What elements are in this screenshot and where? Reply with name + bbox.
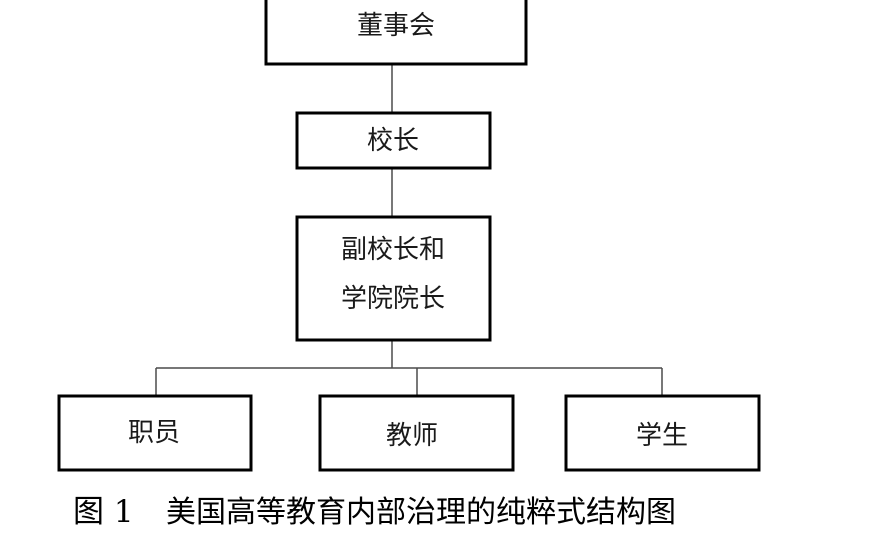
node-vice-president-label-line1: 副校长和 xyxy=(341,235,445,265)
node-board-label: 董事会 xyxy=(357,11,435,41)
node-students-label: 学生 xyxy=(636,421,688,451)
node-board-box xyxy=(264,0,528,66)
node-faculty-label: 教师 xyxy=(386,421,438,451)
node-staff: 职员 xyxy=(57,394,253,472)
node-students-box xyxy=(564,394,761,472)
node-staff-label: 职员 xyxy=(128,418,180,448)
node-president-box xyxy=(295,111,492,170)
node-vice-president: 副校长和 学院院长 xyxy=(295,215,492,342)
node-vice-president-box xyxy=(295,215,492,342)
node-faculty: 教师 xyxy=(318,394,515,472)
caption-number: 图 1 xyxy=(73,494,134,530)
node-students: 学生 xyxy=(564,394,761,472)
node-staff-box xyxy=(57,394,253,472)
node-president: 校长 xyxy=(295,111,492,170)
node-faculty-box xyxy=(318,394,515,472)
caption-title: 美国高等教育内部治理的纯粹式结构图 xyxy=(166,495,676,530)
figure-caption: 图 1 美国高等教育内部治理的纯粹式结构图 xyxy=(73,494,676,530)
node-vice-president-label-line2: 学院院长 xyxy=(341,284,445,314)
node-president-label: 校长 xyxy=(367,126,419,156)
node-board: 董事会 xyxy=(264,0,528,66)
